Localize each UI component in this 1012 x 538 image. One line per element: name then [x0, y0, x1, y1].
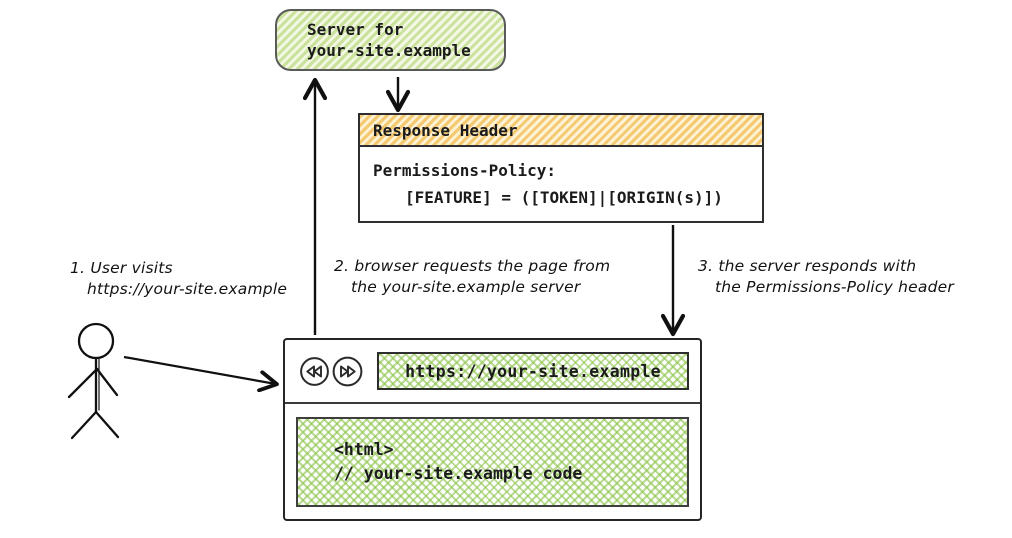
- person-right-arm: [95, 367, 119, 397]
- browser-window: https://your-site.example <html> // your…: [283, 338, 702, 521]
- annotation-step2-line1: 2. browser requests the page from: [334, 257, 611, 275]
- arrow-user-to-browser: [123, 355, 276, 384]
- fast-forward-icon: [332, 356, 363, 386]
- annotation-step1-line1: 1. User visits: [70, 259, 173, 277]
- stick-figure-person: [67, 322, 120, 440]
- browser-toolbar: https://your-site.example: [285, 340, 700, 404]
- person-left-arm: [67, 367, 99, 399]
- page-content-box: <html> // your-site.example code: [296, 417, 689, 507]
- page-content-line1: <html>: [334, 440, 394, 459]
- annotation-step3-line2: the Permissions-Policy header: [715, 278, 954, 296]
- annotation-step1: 1. User visits https://your-site.example: [70, 258, 287, 300]
- forward-button[interactable]: [332, 356, 363, 387]
- server-box-line2: your-site.example: [307, 41, 471, 60]
- person-left-leg: [70, 410, 98, 440]
- url-bar[interactable]: https://your-site.example: [377, 352, 689, 390]
- url-text: https://your-site.example: [405, 361, 661, 381]
- permissions-policy-line: Permissions-Policy:: [373, 161, 557, 180]
- server-box: Server for your-site.example: [275, 9, 506, 71]
- response-header-title: Response Header: [360, 115, 762, 147]
- annotation-step2: 2. browser requests the page from the yo…: [334, 256, 610, 298]
- annotation-step2-line2: the your-site.example server: [351, 278, 581, 296]
- rewind-icon: [300, 356, 329, 386]
- permissions-policy-syntax: [FEATURE] = ([TOKEN]|[ORIGIN(s)]): [405, 188, 723, 207]
- back-button[interactable]: [299, 356, 330, 387]
- annotation-step3: 3. the server responds with the Permissi…: [698, 256, 954, 298]
- annotation-step1-line2: https://your-site.example: [87, 280, 288, 298]
- annotation-step3-line1: 3. the server responds with: [698, 257, 917, 275]
- page-content-line2: // your-site.example code: [334, 464, 583, 483]
- person-head: [77, 322, 115, 360]
- response-header-box: Response Header Permissions-Policy: [FEA…: [358, 113, 764, 223]
- server-box-line1: Server for: [307, 20, 404, 39]
- person-right-leg: [94, 410, 120, 439]
- response-header-body: Permissions-Policy: [FEATURE] = ([TOKEN]…: [360, 147, 762, 211]
